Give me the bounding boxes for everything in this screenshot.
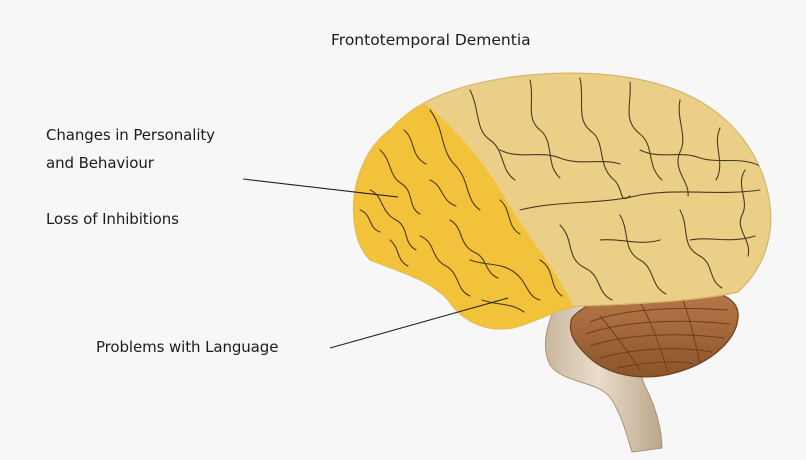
label-loss-of-inhibitions: Loss of Inhibitions: [46, 208, 179, 230]
label-language-problems: Problems with Language: [96, 336, 278, 358]
label-personality-line1: Changes in Personality: [46, 124, 215, 146]
label-personality-behaviour: Changes in Personality and Behaviour: [46, 124, 215, 174]
label-personality-line2: and Behaviour: [46, 152, 215, 174]
diagram-title: Frontotemporal Dementia: [331, 31, 531, 49]
